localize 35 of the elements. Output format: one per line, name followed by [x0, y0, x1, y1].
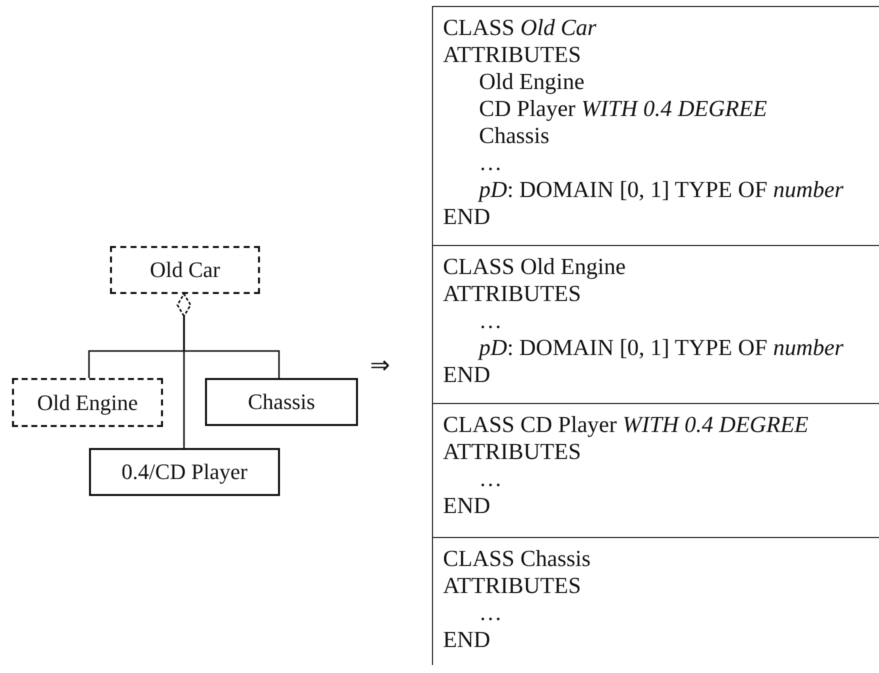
- class-box: [205, 378, 358, 426]
- code-line: ATTRIBUTES: [443, 438, 581, 465]
- class-box: [89, 448, 280, 496]
- class-definition-panel: [432, 537, 879, 665]
- code-line: CD Player WITH 0.4 DEGREE: [479, 95, 768, 122]
- class-box: [12, 378, 163, 427]
- code-line: END: [443, 203, 490, 230]
- code-line: END: [443, 361, 490, 388]
- class-definition-panel: [432, 403, 879, 537]
- code-line: Chassis: [479, 122, 550, 149]
- code-line: …: [479, 599, 502, 626]
- code-line: …: [479, 307, 502, 334]
- code-line: pD: DOMAIN [0, 1] TYPE OF number: [479, 176, 844, 203]
- class-name: 0.4/CD Player: [122, 459, 248, 485]
- aggregation-connector: [176, 293, 280, 378]
- class-box: [110, 246, 260, 294]
- code-line: CLASS Chassis: [443, 545, 591, 572]
- code-line: CLASS Old Car: [443, 14, 596, 41]
- code-line: ATTRIBUTES: [443, 572, 581, 599]
- code-line: …: [479, 465, 502, 492]
- implies-symbol: ⇒: [370, 352, 390, 380]
- class-definition-panel: [432, 245, 879, 403]
- class-name: Old Car: [150, 257, 220, 283]
- class-name: Old Engine: [37, 390, 138, 416]
- class-definition-panel: [432, 6, 879, 245]
- code-line: CLASS CD Player WITH 0.4 DEGREE: [443, 411, 808, 438]
- code-line: pD: DOMAIN [0, 1] TYPE OF number: [479, 334, 844, 361]
- code-line: ATTRIBUTES: [443, 41, 581, 68]
- code-line: END: [443, 626, 490, 653]
- code-line: END: [443, 492, 490, 519]
- class-name: Chassis: [248, 389, 316, 415]
- code-line: ATTRIBUTES: [443, 280, 581, 307]
- code-line: …: [479, 149, 502, 176]
- code-line: CLASS Old Engine: [443, 253, 626, 280]
- code-line: Old Engine: [479, 68, 584, 95]
